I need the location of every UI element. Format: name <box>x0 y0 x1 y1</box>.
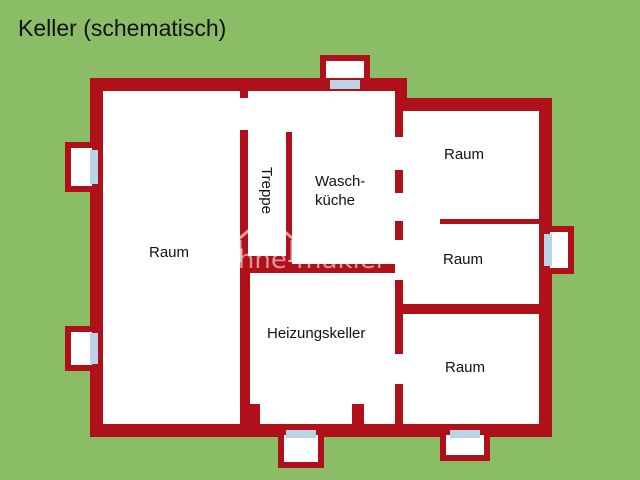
floor-boiler <box>250 273 395 424</box>
room-label-top-right: Raum <box>444 146 484 163</box>
floor-top-hall <box>248 91 395 132</box>
window-bottom-right <box>440 430 490 461</box>
watermark-text: ohne-makler <box>222 245 387 275</box>
floor-stairs <box>248 132 288 256</box>
room-label-left: Raum <box>149 244 189 261</box>
tree-icon <box>322 214 350 262</box>
house-icon <box>227 214 305 262</box>
room-label-mid-right: Raum <box>443 251 483 268</box>
floor-left-room <box>103 91 240 424</box>
plan-title: Keller (schematisch) <box>18 15 226 41</box>
windows <box>65 55 574 468</box>
room-floors <box>103 91 539 424</box>
floor-right-lower <box>403 314 539 424</box>
floor-laundry <box>292 132 395 264</box>
room-label-boiler: Heizungskeller <box>267 325 365 342</box>
window-right <box>544 226 574 274</box>
window-top <box>320 55 370 89</box>
floor-right-upper <box>403 111 539 304</box>
window-left-upper <box>65 142 98 192</box>
room-label-laundry-line2: küche <box>315 192 355 209</box>
room-label-stairs: Treppe <box>258 167 275 214</box>
window-bottom-left <box>278 430 324 468</box>
room-label-bottom-right: Raum <box>445 359 485 376</box>
room-label-laundry-line1: Wasch- <box>315 173 365 190</box>
room-labels: Raum Treppe Wasch- küche Raum Raum Heizu… <box>149 146 485 376</box>
window-left-lower <box>65 326 98 371</box>
door-openings <box>240 98 440 384</box>
watermark: ohne-makler <box>222 214 387 275</box>
